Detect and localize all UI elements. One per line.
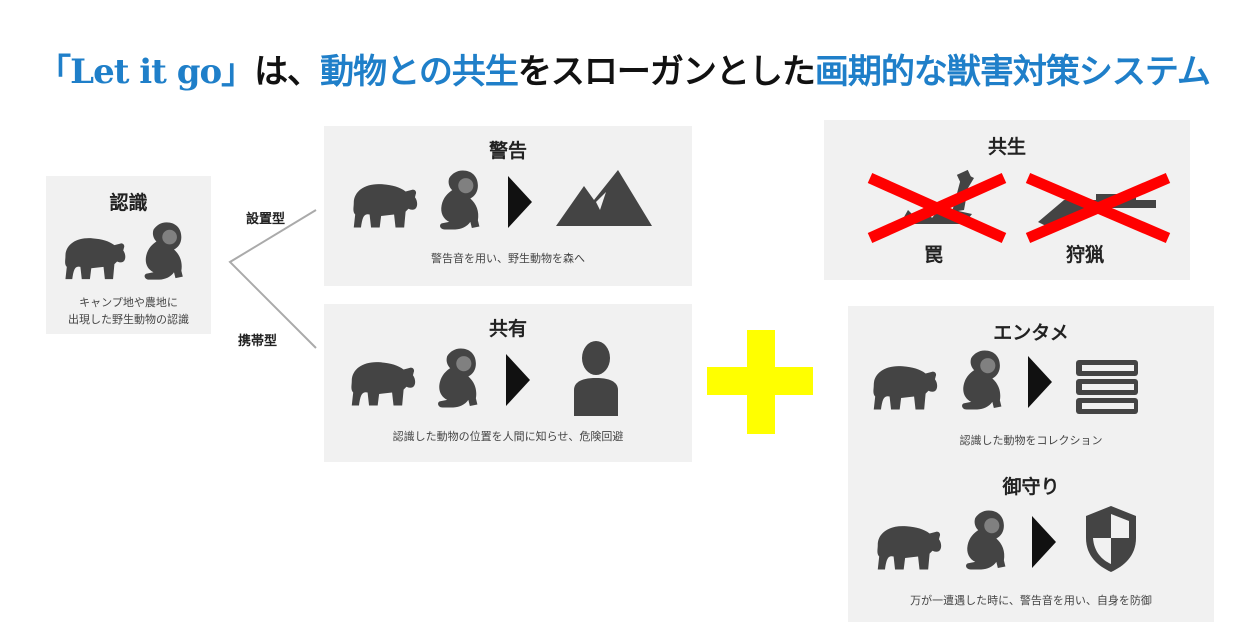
bear-icon xyxy=(873,366,938,410)
arrow-right-icon xyxy=(506,354,530,406)
recognition-panel: 認識 キャンプ地や農地に 出現した野生動物の認識 xyxy=(46,176,211,334)
book-stack-icon xyxy=(1076,360,1138,414)
bear-icon xyxy=(65,238,126,280)
trap-label: 罠 xyxy=(924,244,944,266)
branch-lines xyxy=(228,209,317,349)
monkey-icon xyxy=(962,350,1002,410)
title-part-1: 「Let it go」 xyxy=(37,52,255,92)
person-icon xyxy=(574,341,618,416)
entertainment-caption: 認識した動物をコレクション xyxy=(959,434,1103,447)
title-part-5: 画期的な獣害対策システム xyxy=(814,52,1211,92)
recognition-caption-line-1: キャンプ地や農地に xyxy=(79,296,178,309)
sharing-title: 共有 xyxy=(488,318,527,340)
monkey-icon xyxy=(966,510,1006,570)
shield-icon xyxy=(1086,506,1136,572)
sharing-caption: 認識した動物の位置を人間に知らせ、危険回避 xyxy=(392,430,624,443)
amulet-title: 御守り xyxy=(1002,476,1060,498)
monkey-icon xyxy=(438,348,478,408)
warning-title: 警告 xyxy=(488,140,527,162)
red-x-icon xyxy=(1025,172,1171,244)
bear-icon xyxy=(877,526,942,570)
branch-label-fixed: 設置型 xyxy=(246,212,286,227)
monkey-icon xyxy=(440,170,480,230)
recognition-title: 認識 xyxy=(109,192,148,214)
arrow-right-icon xyxy=(1028,356,1052,408)
warning-panel: 警告 警告音を用い、野生動物を森へ xyxy=(324,126,692,286)
entertainment-title: エンタメ xyxy=(993,322,1069,344)
amulet-caption: 万が一遭遇した時に、警告音を用い、自身を防御 xyxy=(910,594,1152,607)
red-x-icon xyxy=(867,172,1007,244)
title-part-2: は、 xyxy=(254,52,321,92)
recognition-caption-line-2: 出現した野生動物の認識 xyxy=(68,313,189,326)
bear-icon xyxy=(351,362,416,406)
monkey-icon xyxy=(144,222,183,280)
branch-label-portable: 携帯型 xyxy=(238,334,278,349)
page-title: 「Let it go」は、動物との共生をスローガンとした画期的な獣害対策システム xyxy=(0,44,1247,93)
mountain-icon xyxy=(556,170,652,226)
entertainment-amulet-panel: エンタメ 認識した動物をコレクション 御守り 万が一遭遇した時に、警告音を用い、… xyxy=(848,306,1214,622)
bear-icon xyxy=(353,184,418,228)
warning-caption: 警告音を用い、野生動物を森へ xyxy=(431,252,585,265)
title-part-4: をスローガンとした xyxy=(517,52,816,92)
arrow-right-icon xyxy=(508,176,532,228)
sharing-panel: 共有 認識した動物の位置を人間に知らせ、危険回避 xyxy=(324,304,692,462)
plus-icon xyxy=(707,330,813,434)
coexistence-title: 共生 xyxy=(987,136,1026,158)
arrow-right-icon xyxy=(1032,516,1056,568)
hunting-label: 狩猟 xyxy=(1066,244,1105,266)
coexistence-panel: 共生 罠 狩猟 xyxy=(824,120,1190,280)
title-part-3: 動物との共生 xyxy=(320,52,519,92)
